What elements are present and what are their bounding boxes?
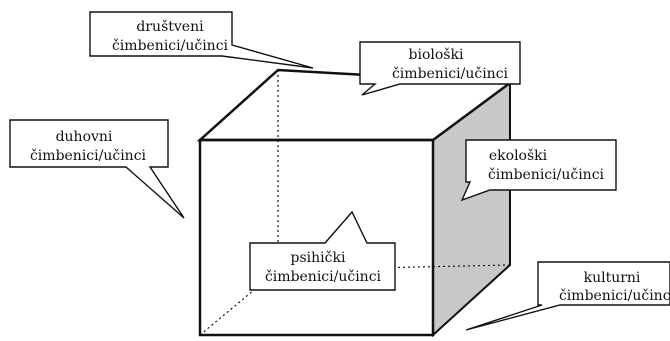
- callout-psihicki-line2: čimbenici/učinci: [265, 269, 382, 285]
- callout-duhovni-bubble: [9, 119, 185, 219]
- callout-drustveni-bubble: [89, 11, 314, 69]
- callout-ekoloski-line1: ekološki: [489, 147, 548, 164]
- callout-ekoloski: ekološki čimbenici/učinci: [460, 139, 617, 202]
- cube-hidden-edge-bottom-left: [199, 269, 279, 336]
- callout-bioloski: biološki čimbenici/učinci: [359, 41, 521, 96]
- callout-psihicki-bubble: [249, 210, 396, 291]
- callout-drustveni-line2: čimbenici/učinci: [112, 38, 229, 54]
- callout-drustveni-line1: društveni: [136, 18, 204, 35]
- callout-bioloski-line2: čimbenici/učinci: [392, 66, 509, 82]
- callout-psihicki-line1: psihički: [291, 250, 346, 266]
- callout-drustveni: društveni čimbenici/učinci: [89, 11, 314, 69]
- callout-duhovni-line2: čimbenici/učinci: [30, 148, 147, 164]
- callout-bioloski-bubble: [359, 41, 521, 96]
- callout-kulturni: kulturni čimbenici/učinci: [465, 261, 670, 331]
- callout-duhovni: duhovni čimbenici/učinci: [9, 119, 185, 219]
- callout-kulturni-line2: čimbenici/učinci: [559, 288, 670, 304]
- callout-ekoloski-bubble: [460, 139, 617, 202]
- callout-psihicki: psihički čimbenici/učinci: [249, 210, 396, 291]
- cube: [196, 68, 514, 338]
- callout-ekoloski-line2: čimbenici/učinci: [488, 167, 605, 183]
- callout-duhovni-line1: duhovni: [56, 129, 113, 145]
- callout-kulturni-bubble: [465, 261, 670, 331]
- callout-kulturni-line1: kulturni: [584, 270, 641, 286]
- cube-front-face: [198, 138, 435, 337]
- callout-bioloski-line1: biološki: [409, 46, 464, 63]
